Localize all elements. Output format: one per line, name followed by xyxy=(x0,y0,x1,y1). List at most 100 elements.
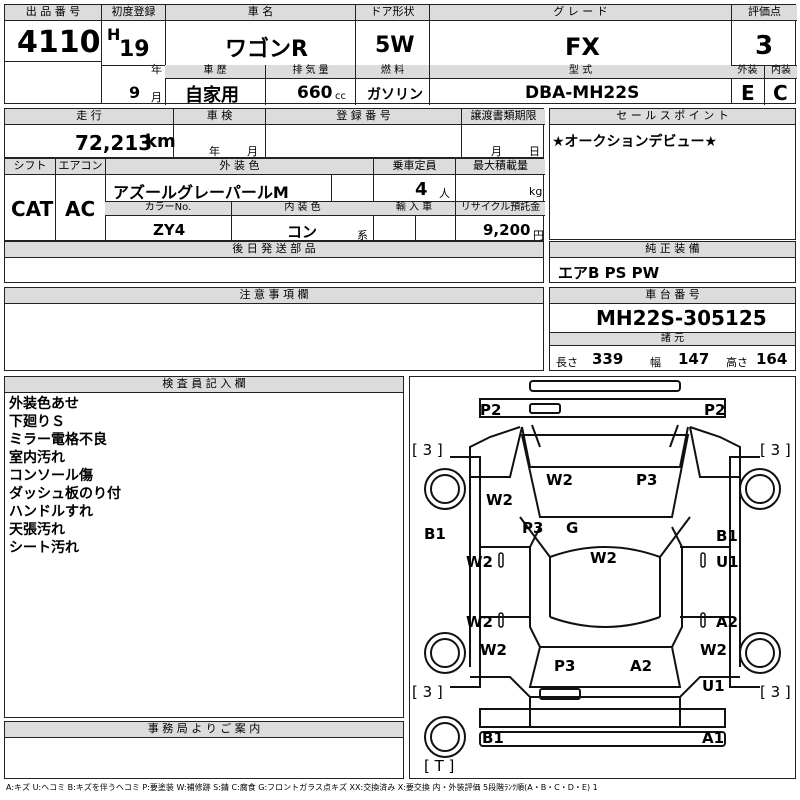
mark-front-door-left: W2 xyxy=(466,553,493,571)
mark-fender-left: W2 xyxy=(486,491,513,509)
mileage-box: 走 行 車 検 登 録 番 号 譲渡書類期限 72,213 km 年 月 月 日 xyxy=(4,108,545,158)
int-color: コン xyxy=(287,223,318,241)
lot-no-header: 出 品 番 号 xyxy=(5,5,101,21)
mark-windshield: G xyxy=(566,519,579,537)
car-outline xyxy=(424,380,781,758)
color-no: ZY4 xyxy=(153,221,186,239)
mileage-header: 走 行 xyxy=(5,109,173,125)
month-unit: 月 xyxy=(151,91,162,104)
shift-header: シフト xyxy=(5,159,55,175)
capacity-unit: 人 xyxy=(439,187,450,200)
width: 147 xyxy=(678,350,710,368)
car-name-header: 車 名 xyxy=(165,5,355,21)
mark-front-right: P2 xyxy=(704,401,726,419)
mark-spare-tire: [ T ] xyxy=(424,757,455,775)
transfer-header: 譲渡書類期限 xyxy=(461,109,545,125)
shift: CAT xyxy=(11,197,54,221)
damage-legend: A:キズ U:ヘコミ B:キズを伴うヘコミ P:要塗装 W:補修跡 S:錆 C:… xyxy=(6,783,598,792)
mark-front-left: P2 xyxy=(480,401,502,419)
recycle: 9,200 xyxy=(483,221,531,239)
car-history: 自家用 xyxy=(185,85,239,106)
reg-no-header: 登 録 番 号 xyxy=(265,109,461,125)
inspector-note: 室内汚れ xyxy=(9,450,65,466)
model-header: 型 式 xyxy=(429,65,731,79)
ext-color: アズールグレーパールM xyxy=(113,183,289,202)
notes-box: 注 意 事 項 欄 xyxy=(4,287,544,371)
inspector-note: 外装色あせ xyxy=(9,396,79,412)
mileage-unit: km xyxy=(145,131,176,152)
int-color-header: 内 装 色 xyxy=(231,202,373,216)
car-name: ワゴンR xyxy=(225,37,308,62)
inspector-note: ミラー電格不良 xyxy=(9,432,107,448)
insp-year-unit: 年 xyxy=(209,145,220,158)
ac-header: エアコン xyxy=(55,159,105,175)
notes-header: 注 意 事 項 欄 xyxy=(5,288,543,304)
first-reg-header: 初度登録 xyxy=(101,5,165,21)
ext-color-header: 外 装 色 xyxy=(105,159,373,175)
mark-quarter-right: W2 xyxy=(700,641,727,659)
mark-bumper-left: B1 xyxy=(482,729,504,747)
mark-rear-right: A2 xyxy=(630,657,653,675)
sales-point-header: セ ー ル ス ポ イ ン ト xyxy=(550,109,795,125)
displacement-unit: cc xyxy=(335,91,346,102)
color-spec-box: シフト エアコン 外 装 色 乗車定員 最大積載量 CAT AC アズールグレー… xyxy=(4,158,545,242)
door-header: ドア形状 xyxy=(355,5,429,21)
chassis-number: MH22S-305125 xyxy=(596,306,767,330)
reg-year: 19 xyxy=(119,37,150,62)
chassis-box: 車 台 番 号 MH22S-305125 諸 元 長さ 339 幅 147 高さ… xyxy=(549,287,796,371)
inspector-note: ダッシュ板のり付 xyxy=(9,486,121,502)
door-type: 5W xyxy=(375,33,415,58)
inspector-note: 下廻りＳ xyxy=(9,414,65,430)
sales-point-box: セ ー ル ス ポ イ ン ト ★オークションデビュー★ xyxy=(549,108,796,240)
mark-front-door-right: U1 xyxy=(716,553,739,571)
parts-later-box: 後 日 発 送 部 品 xyxy=(4,241,544,283)
mark-rear-quarter-right: U1 xyxy=(702,677,725,695)
reg-month: 9 xyxy=(129,83,141,102)
genuine-box: 純 正 装 備 エアB PS PW xyxy=(549,241,796,283)
mark-rear-door-right: A2 xyxy=(716,613,739,631)
length-label: 長さ xyxy=(556,356,578,369)
grade-header: グ レ ー ド xyxy=(429,5,731,21)
height: 164 xyxy=(756,350,788,368)
int-color-unit: 系 xyxy=(357,229,368,242)
inspection-header: 車 検 xyxy=(173,109,265,125)
office-box: 事 務 局 よ り ご 案 内 xyxy=(4,721,404,779)
int-header: 内装 xyxy=(764,65,797,79)
inspector-note: 天張汚れ xyxy=(9,522,65,538)
mark-hood-right: P3 xyxy=(636,471,658,489)
model: DBA-MH22S xyxy=(525,83,640,103)
load-header: 最大積載量 xyxy=(455,159,545,175)
history-header: 車 歴 xyxy=(165,65,265,79)
mark-rear-left: P3 xyxy=(554,657,576,675)
mark-a-pillar: P3 xyxy=(522,519,544,537)
ext-grade: E xyxy=(741,81,755,105)
inspector-note: シート汚れ xyxy=(9,540,79,556)
fuel: ガソリン xyxy=(367,87,423,103)
insp-month-unit: 月 xyxy=(247,145,258,158)
displacement: 660 xyxy=(297,83,333,103)
mark-hood-left: W2 xyxy=(546,471,573,489)
capacity-header: 乗車定員 xyxy=(373,159,455,175)
height-label: 高さ xyxy=(726,356,748,369)
mileage: 72,213 xyxy=(75,131,153,155)
displacement-header: 排 気 量 xyxy=(265,65,355,79)
office-header: 事 務 局 よ り ご 案 内 xyxy=(5,722,403,738)
damage-diagram: P2 P2 [ 3 ] [ 3 ] W2 P3 W2 P3 G W2 B1 B1… xyxy=(409,376,796,779)
ext-header: 外装 xyxy=(731,65,764,79)
era: H xyxy=(107,25,121,44)
transfer-day-unit: 日 xyxy=(529,145,540,158)
recycle-header: リサイクル預託金 xyxy=(455,202,545,216)
inspector-header: 検 査 員 記 入 欄 xyxy=(5,377,403,393)
capacity: 4 xyxy=(415,179,428,200)
top-header-box: 出 品 番 号 初度登録 車 名 ドア形状 グ レ ー ド 評価点 4110 H… xyxy=(4,4,797,106)
mark-quarter-left: W2 xyxy=(480,641,507,659)
mark-pillar-left: B1 xyxy=(424,525,446,543)
inspector-note: コンソール傷 xyxy=(9,468,93,484)
mark-tire-rl: [ 3 ] xyxy=(412,683,443,701)
year-unit: 年 xyxy=(151,63,162,76)
lot-no: 4110 xyxy=(17,25,101,60)
mark-rear-door-left: W2 xyxy=(466,613,493,631)
transfer-month-unit: 月 xyxy=(491,145,502,158)
genuine-header: 純 正 装 備 xyxy=(550,242,795,258)
